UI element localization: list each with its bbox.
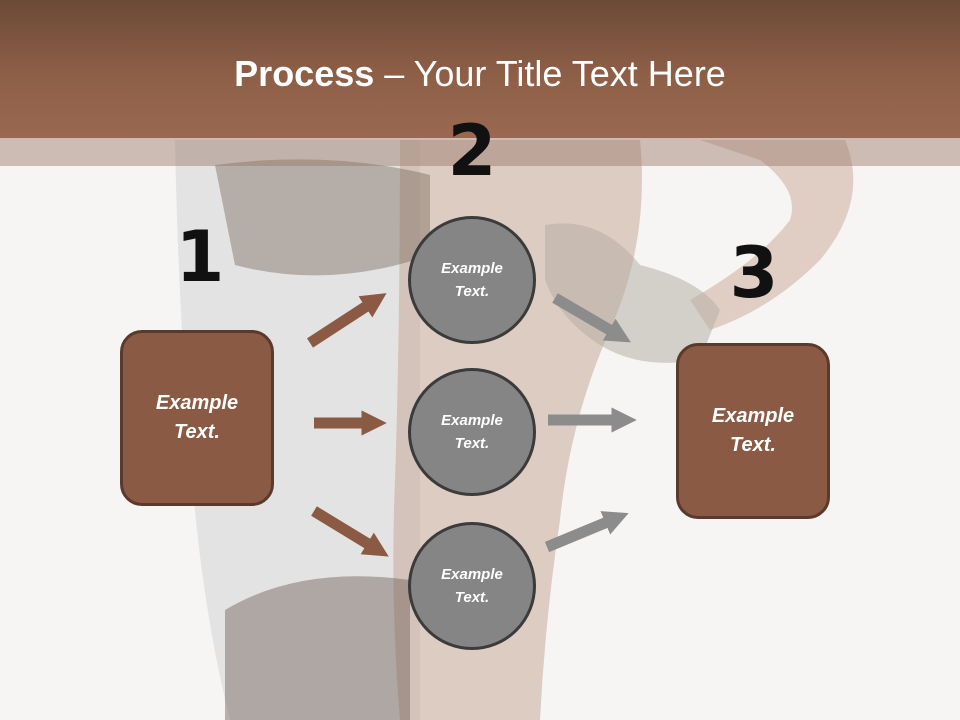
step-2-circle-1: Example Text. [408,216,536,344]
step-number-2: 2 [447,110,497,192]
step-2-circle-3: Example Text. [408,522,536,650]
circle-2-text: Example Text. [441,412,503,452]
step-number-1: 1 [175,216,225,298]
header-band [0,0,960,138]
circle-1-text: Example Text. [441,260,503,300]
title-rest: – Your Title Text Here [374,53,726,94]
step-3-text: Example Text. [711,405,795,456]
step-1-text: Example Text. [155,392,239,443]
step-number-3: 3 [729,232,779,314]
step-1-box: Example Text. [120,330,274,506]
title-bold: Process [234,53,375,94]
step-3-box: Example Text. [676,343,830,519]
slide-title: Process – Your Title Text Here [0,52,960,96]
header-strip [0,138,960,166]
circle-3-text: Example Text. [441,566,503,606]
step-2-circle-2: Example Text. [408,368,536,496]
